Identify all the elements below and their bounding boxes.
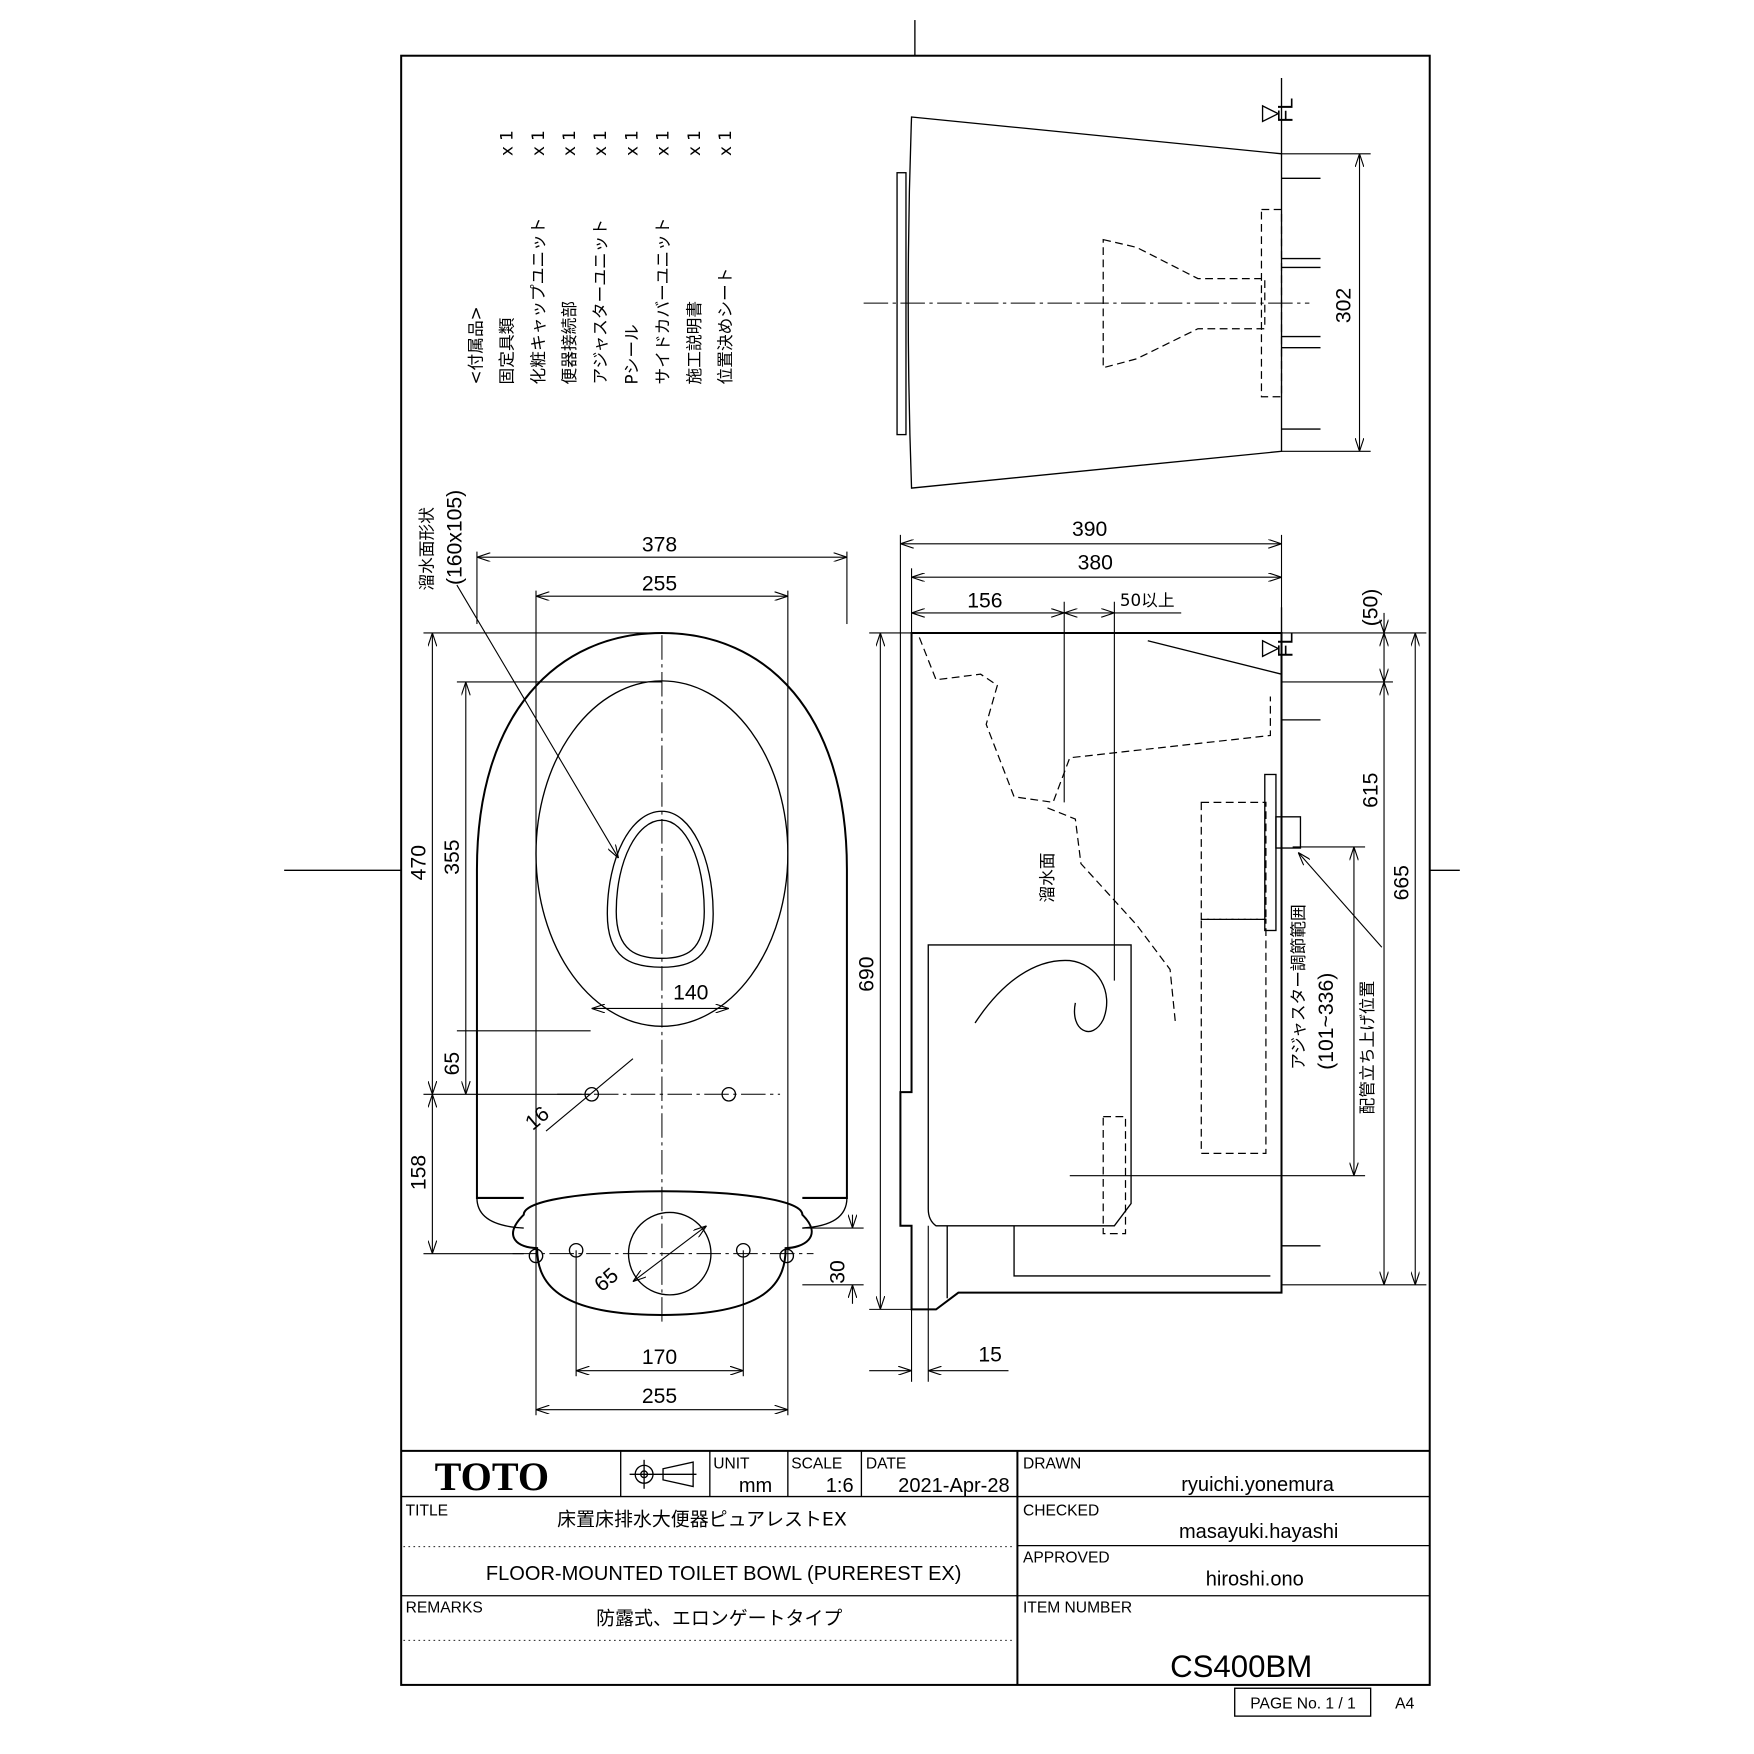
title-japanese: 床置床排水大便器ピュアレストEX: [557, 1509, 847, 1531]
pipe-position-label: 配管立ち上げ位置: [1357, 981, 1377, 1115]
toto-logo: TOTO: [435, 1454, 549, 1499]
dim-378: 378: [642, 534, 677, 557]
title-label: TITLE: [406, 1503, 448, 1520]
side-view: FL 溜水面 390 380 156 50以上 (50) 615 665 690…: [856, 518, 1427, 1382]
dim-158: 158: [408, 1155, 431, 1190]
paper-size: A4: [1395, 1695, 1414, 1712]
remarks-label: REMARKS: [406, 1599, 483, 1616]
accessory-qty: x 1: [559, 130, 579, 156]
dim-355: 355: [441, 839, 464, 874]
dim-302: 302: [1333, 288, 1356, 323]
date-label: DATE: [866, 1456, 906, 1473]
plan-view: 378 255 470 355 65 158 140 16 65 30 170 …: [408, 490, 864, 1416]
approved-value: hiroshi.ono: [1206, 1569, 1304, 1591]
scale-label: SCALE: [791, 1456, 842, 1473]
accessory-item: サイドカバーユニット: [653, 217, 673, 384]
accessory-qty: x 1: [653, 130, 673, 156]
approved-label: APPROVED: [1023, 1549, 1110, 1566]
title-block: TOTO UNIT mm SCALE 1:6 DATE 2021-Apr-28 …: [401, 1449, 1430, 1717]
page-number: PAGE No. 1 / 1: [1250, 1695, 1355, 1712]
accessory-item: 化粧キャップユニット: [528, 217, 548, 384]
remarks-value: 防露式、エロンゲートタイプ: [596, 1608, 842, 1630]
unit-label: UNIT: [713, 1456, 750, 1473]
third-angle-projection-icon: [629, 1459, 697, 1489]
dim-15: 15: [978, 1344, 1002, 1367]
accessory-qty: x 1: [590, 130, 610, 156]
accessory-item: 便器接続部: [559, 301, 579, 385]
accessory-qty: x 1: [715, 130, 735, 156]
item-number-value: CS400BM: [1170, 1649, 1312, 1684]
center-marks: [284, 20, 1460, 871]
water-surface-shape-label: 溜水面形状: [416, 507, 436, 591]
title-english: FLOOR-MOUNTED TOILET BOWL (PUREREST EX): [486, 1563, 962, 1585]
fl-label-top: FL: [1275, 98, 1298, 123]
dim-30: 30: [827, 1260, 850, 1284]
accessory-item: 固定具類: [497, 317, 517, 384]
drawn-label: DRAWN: [1023, 1456, 1081, 1473]
checked-value: masayuki.hayashi: [1179, 1521, 1338, 1543]
adjuster-range-value: (101~336): [1315, 973, 1338, 1070]
dim-255-top: 255: [642, 573, 677, 596]
dim-390: 390: [1072, 518, 1107, 541]
dim-380: 380: [1078, 551, 1113, 574]
date-value: 2021-Apr-28: [898, 1475, 1009, 1497]
item-number-label: ITEM NUMBER: [1023, 1599, 1132, 1616]
accessory-item: アジャスターユニット: [590, 219, 610, 385]
water-surface-label: 溜水面: [1037, 853, 1057, 903]
top-view: FL 302: [863, 78, 1371, 489]
dim-170: 170: [642, 1346, 677, 1369]
drawn-value: ryuichi.yonemura: [1181, 1474, 1334, 1496]
accessory-item: 施工説明書: [684, 301, 704, 385]
dim-65-diameter: 65: [590, 1264, 623, 1297]
accessory-item: 位置決めシート: [715, 268, 735, 385]
dim-615: 615: [1359, 773, 1382, 808]
dim-65-vertical: 65: [441, 1052, 464, 1076]
unit-value: mm: [739, 1475, 772, 1497]
scale-value: 1:6: [826, 1475, 854, 1497]
dim-16: 16: [521, 1102, 554, 1135]
dim-140: 140: [673, 982, 708, 1005]
dim-470: 470: [408, 845, 431, 880]
fl-label-side: FL: [1275, 633, 1298, 658]
dim-156: 156: [967, 589, 1002, 612]
accessories-heading: <付属品>: [465, 306, 485, 384]
accessory-qty: x 1: [621, 130, 641, 156]
accessory-qty: x 1: [684, 130, 704, 156]
adjuster-range-label: アジャスター調節範囲: [1288, 904, 1308, 1070]
dim-665: 665: [1391, 865, 1414, 900]
dim-255-bottom: 255: [642, 1385, 677, 1408]
water-surface-size-label: (160x105): [443, 490, 466, 585]
dim-50: (50): [1359, 589, 1382, 627]
accessory-qty: x 1: [528, 130, 548, 156]
dim-50-min: 50以上: [1120, 590, 1175, 610]
accessory-qty: x 1: [497, 130, 517, 156]
accessory-item: Pシール: [621, 324, 641, 384]
accessories-list: <付属品> 固定具類 化粧キャップユニット 便器接続部 アジャスターユニット P…: [465, 130, 735, 384]
checked-label: CHECKED: [1023, 1503, 1099, 1520]
dim-690: 690: [856, 956, 879, 991]
